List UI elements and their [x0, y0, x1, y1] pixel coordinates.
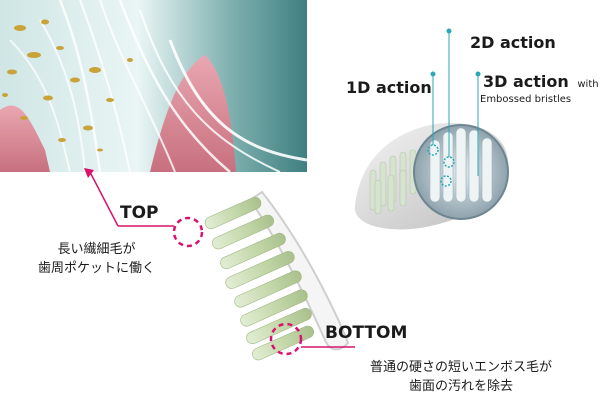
top-description: 長い繊細毛が 歯周ポケットに働く — [38, 240, 155, 278]
bottom-label: BOTTOM — [325, 323, 408, 343]
label-1d-action: 1D action — [346, 78, 432, 97]
top-description-line1: 長い繊細毛が — [57, 242, 136, 257]
bottom-description: 普通の硬さの短いエンボス毛が 歯面の汚れを除去 — [370, 358, 552, 396]
top-label: TOP — [120, 203, 159, 223]
plaque-particles — [2, 19, 133, 152]
connector-lines — [84, 168, 355, 348]
label-embossed-bristles: Embossed bristles — [480, 94, 572, 105]
top-description-line2: 歯周ポケットに働く — [38, 261, 156, 276]
label-3d-action-main: 3D action — [483, 72, 569, 91]
label-3d-action-with: with — [577, 79, 599, 90]
brush-head-3d-closeup — [354, 123, 509, 230]
brush-side-view — [172, 190, 350, 361]
bottom-description-line1: 普通の硬さの短いエンボス毛が — [370, 360, 553, 375]
bristle-tufts — [204, 196, 314, 361]
bottom-highlight-circle — [269, 322, 303, 356]
bottom-description-line2: 歯面の汚れを除去 — [409, 379, 514, 394]
label-2d-action: 2D action — [470, 33, 556, 52]
label-3d-action: 3D action with — [483, 72, 599, 91]
action-pointers — [430, 28, 481, 176]
top-highlight-circle — [172, 216, 204, 248]
gum-pocket-illustration — [0, 0, 307, 172]
